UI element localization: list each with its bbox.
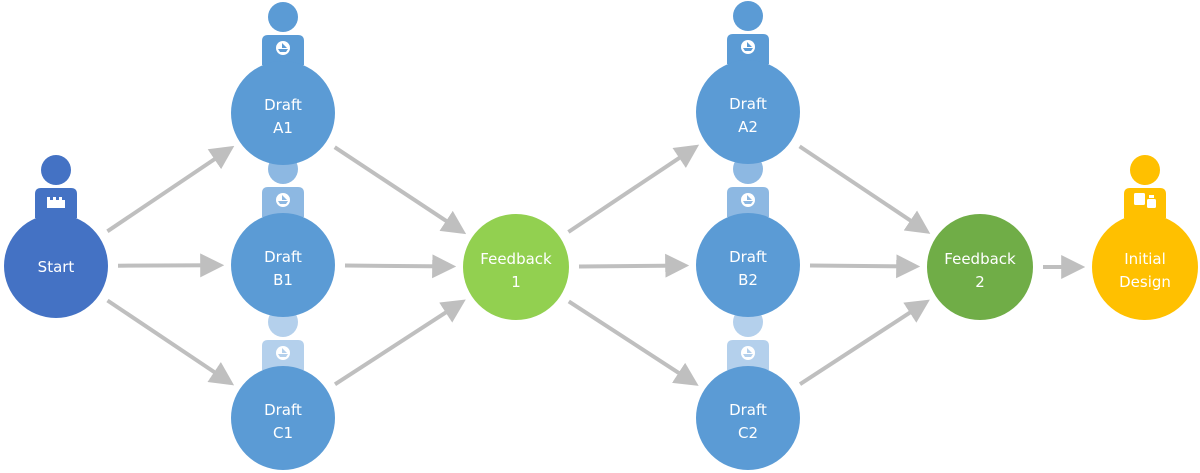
boat-icon [741,40,755,54]
node-label-line1: Feedback [480,250,552,268]
nodes: StartDraftA1DraftB1DraftC1Feedback1Draft… [4,60,1198,470]
person-head [41,155,71,185]
boat-icon [276,41,290,55]
node-circle-draft-b1 [231,213,335,317]
node-label-line1: Draft [264,96,302,114]
node-label-line1: Draft [729,248,767,266]
node-label-line1: Initial [1124,250,1166,268]
boat-icon [741,193,755,207]
node-feedback-2: Feedback 2 [927,214,1033,320]
person-head [733,1,763,31]
arrow-draft-a1-to-feedback-1 [333,145,467,235]
node-feedback-1: Feedback 1 [463,214,569,320]
node-label-line1: Draft [729,401,767,419]
node-label-line2: A2 [738,118,758,136]
arrow-feedback-1-to-draft-b2 [578,253,690,278]
person-figure-initial-design [1124,155,1166,218]
node-circle-feedback-2 [927,214,1033,320]
person-figure-draft-a2 [727,1,769,64]
edges [106,144,1086,386]
node-circle-draft-c1 [231,366,335,470]
node-label-line2: A1 [273,119,293,137]
node-label-line1: Draft [264,401,302,419]
node-circle-draft-b2 [696,213,800,317]
node-label-line2: B2 [738,271,758,289]
node-label-line1: Feedback [944,250,1016,268]
arrow-draft-b1-to-feedback-1 [344,254,457,279]
person-head [1130,155,1160,185]
node-circle-start [4,214,108,318]
node-circle-draft-a2 [696,60,800,164]
boat-icon [276,193,290,207]
arrow-start-to-draft-c1 [106,298,235,386]
arrow-draft-b2-to-feedback-2 [809,254,921,279]
arrow-feedback-1-to-draft-a2 [567,144,700,234]
node-label-line2: 1 [511,273,521,291]
blocks-icon [1134,193,1156,208]
node-label-line1: Draft [729,95,767,113]
node-label-line1: Start [38,258,75,276]
node-start: Start [4,214,108,318]
person-head [268,2,298,32]
node-label-line2: C2 [738,424,758,442]
node-label-line2: C1 [273,424,293,442]
boat-icon [276,346,290,360]
arrow-start-to-draft-a1 [106,145,235,233]
node-label-line2: B1 [273,271,293,289]
castle-icon [47,197,65,208]
person-figure-draft-a1 [262,2,304,65]
boat-icon [741,346,755,360]
node-circle-draft-c2 [696,366,800,470]
arrow-feedback-1-to-draft-c2 [567,299,699,386]
arrow-draft-a2-to-feedback-2 [798,144,931,234]
node-label-line1: Draft [264,248,302,266]
arrow-draft-c1-to-feedback-1 [333,299,466,386]
node-circle-feedback-1 [463,214,569,320]
node-label-line2: Design [1119,273,1171,291]
person-figure-start [35,155,77,218]
arrow-draft-c2-to-feedback-2 [798,299,930,386]
node-label-line2: 2 [975,273,985,291]
node-circle-initial-design [1092,214,1198,320]
node-circle-draft-a1 [231,61,335,165]
